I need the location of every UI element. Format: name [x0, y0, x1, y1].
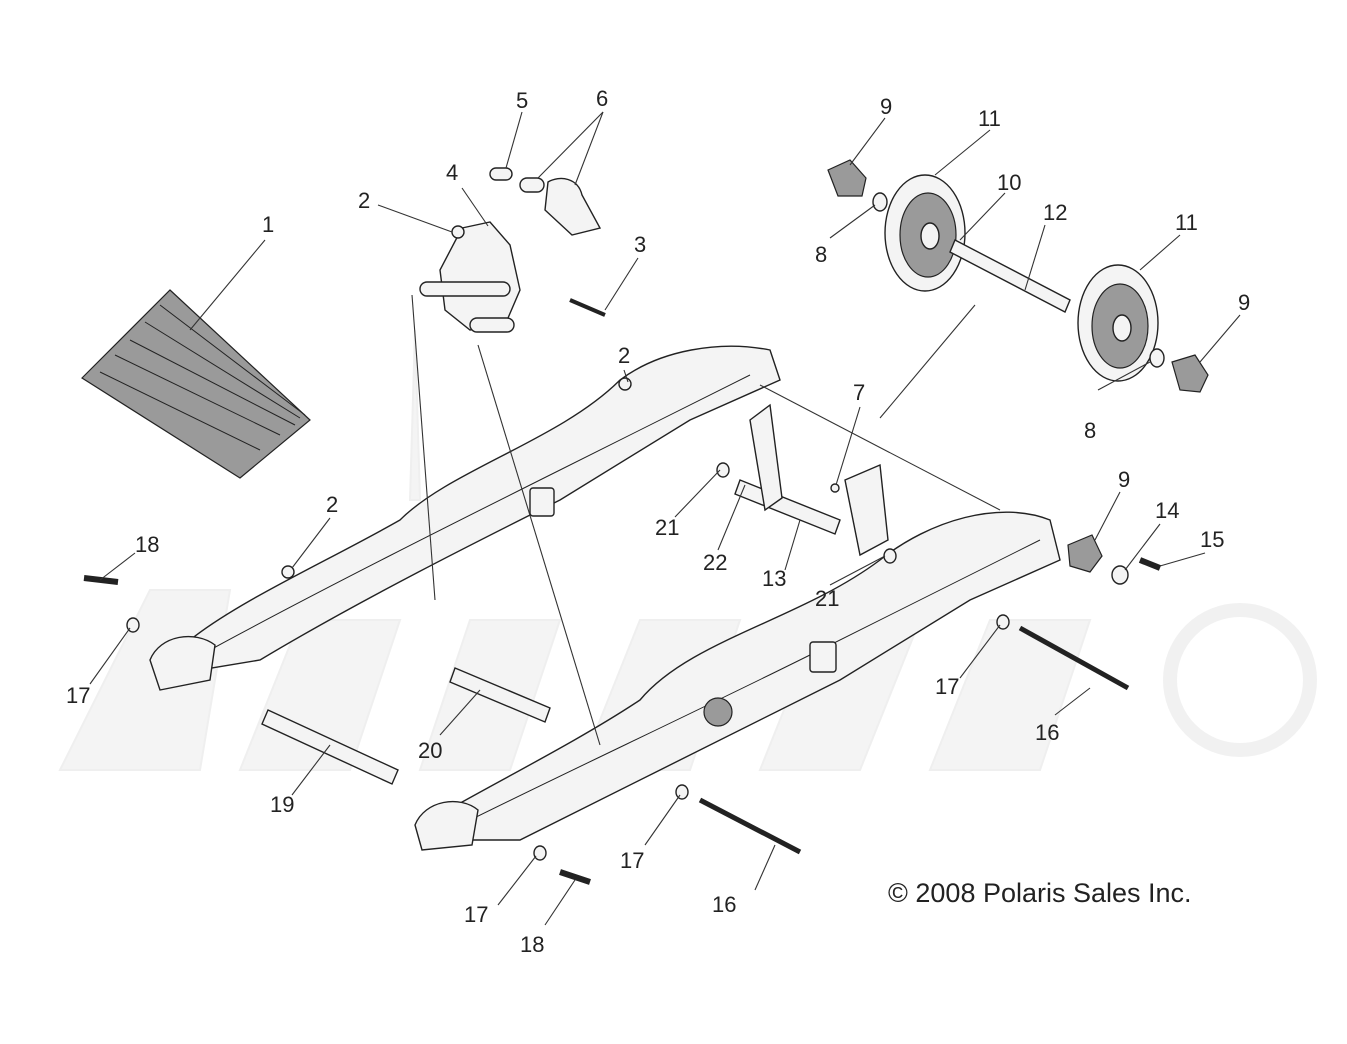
callout-17: 17 — [66, 683, 90, 708]
part-3-bolt — [569, 298, 606, 317]
callout-5: 5 — [516, 88, 528, 113]
part-22-plate-left — [749, 403, 783, 512]
part-18-bolt-left — [83, 575, 119, 585]
callout-14: 14 — [1155, 498, 1179, 523]
callout-21: 21 — [815, 586, 839, 611]
part-11-wheel-top — [884, 174, 966, 292]
copyright-text: © 2008 Polaris Sales Inc. — [888, 878, 1192, 908]
part-8-washer-top — [872, 192, 888, 212]
callout-15: 15 — [1200, 527, 1224, 552]
callout-12: 12 — [1043, 200, 1067, 225]
callout-2: 2 — [618, 343, 630, 368]
part-11-wheel-bottom — [1077, 264, 1159, 382]
callout-8: 8 — [1084, 418, 1096, 443]
callout-9: 9 — [1118, 467, 1130, 492]
callout-9: 9 — [1238, 290, 1250, 315]
callouts: 1 2 2 2 3 4 5 6 7 8 8 9 9 9 10 11 11 12 … — [66, 86, 1250, 957]
callout-6: 6 — [596, 86, 608, 111]
callout-19: 19 — [270, 792, 294, 817]
callout-11: 11 — [1175, 210, 1198, 235]
part-19-shaft — [261, 709, 399, 785]
part-9-cap-top — [827, 159, 867, 197]
callout-21: 21 — [655, 515, 679, 540]
callout-1: 1 — [262, 212, 274, 237]
part-1-track-mat — [81, 289, 311, 479]
part-12-axle — [949, 239, 1071, 313]
part-9-cap-bottom — [1171, 354, 1209, 393]
callout-2: 2 — [358, 188, 370, 213]
callout-3: 3 — [634, 232, 646, 257]
part-7-plate-right — [844, 463, 889, 557]
callout-20: 20 — [418, 738, 442, 763]
part-5-bushing — [489, 167, 513, 181]
part-14-washer — [1111, 565, 1129, 585]
part-8-washer-bottom — [1149, 348, 1165, 368]
callout-17: 17 — [620, 848, 644, 873]
callout-17: 17 — [464, 902, 488, 927]
callout-18: 18 — [520, 932, 544, 957]
rail-lower — [414, 511, 1061, 851]
callout-16: 16 — [1035, 720, 1059, 745]
part-2-nut-top — [451, 225, 465, 239]
callout-4: 4 — [446, 160, 458, 185]
callout-8: 8 — [815, 242, 827, 267]
callout-17: 17 — [935, 674, 959, 699]
callout-11: 11 — [978, 106, 1001, 131]
part-20-shaft — [449, 667, 551, 723]
part-16-bolt-bottom — [698, 797, 802, 855]
callout-7: 7 — [853, 380, 865, 405]
callout-13: 13 — [762, 566, 786, 591]
callout-9: 9 — [880, 94, 892, 119]
part-13-shaft — [734, 479, 841, 535]
part-6-bushing-pair — [519, 177, 602, 236]
leader-lines — [89, 111, 1241, 926]
callout-2: 2 — [326, 492, 338, 517]
callout-22: 22 — [703, 550, 727, 575]
rail-upper — [149, 345, 781, 691]
part-18-bolt-bottom — [559, 869, 591, 885]
callout-16: 16 — [712, 892, 736, 917]
part-15-bolt — [1138, 557, 1162, 571]
washers-17-21 — [126, 377, 1010, 861]
part-4-bracket — [419, 221, 521, 333]
part-16-bolt-right — [1018, 625, 1130, 691]
callout-10: 10 — [997, 170, 1021, 195]
part-9-cap-right — [1067, 534, 1103, 573]
callout-18: 18 — [135, 532, 159, 557]
